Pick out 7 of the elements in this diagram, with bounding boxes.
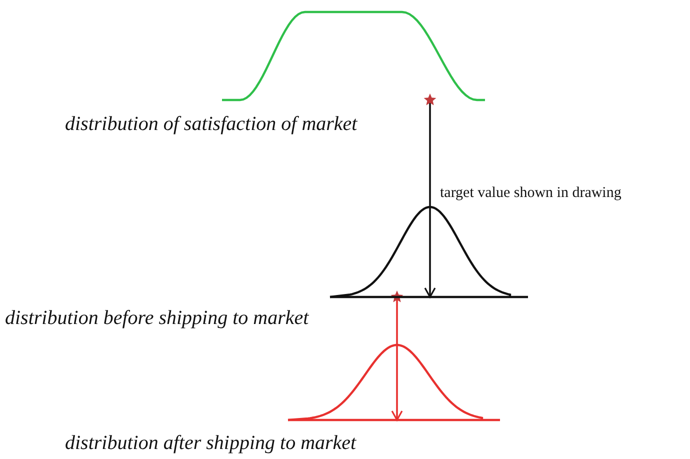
- node-label: distribution before shipping to market: [5, 307, 309, 329]
- edge-label: target value shown in drawing: [440, 185, 622, 202]
- node-label: distribution of satisfaction of market: [65, 113, 358, 135]
- distribution-curve-drawing: [330, 205, 528, 298]
- distribution-curve-drawing: [288, 343, 500, 421]
- distribution-curve-drawing: [222, 10, 485, 101]
- node-label: distribution after shipping to market: [65, 432, 356, 454]
